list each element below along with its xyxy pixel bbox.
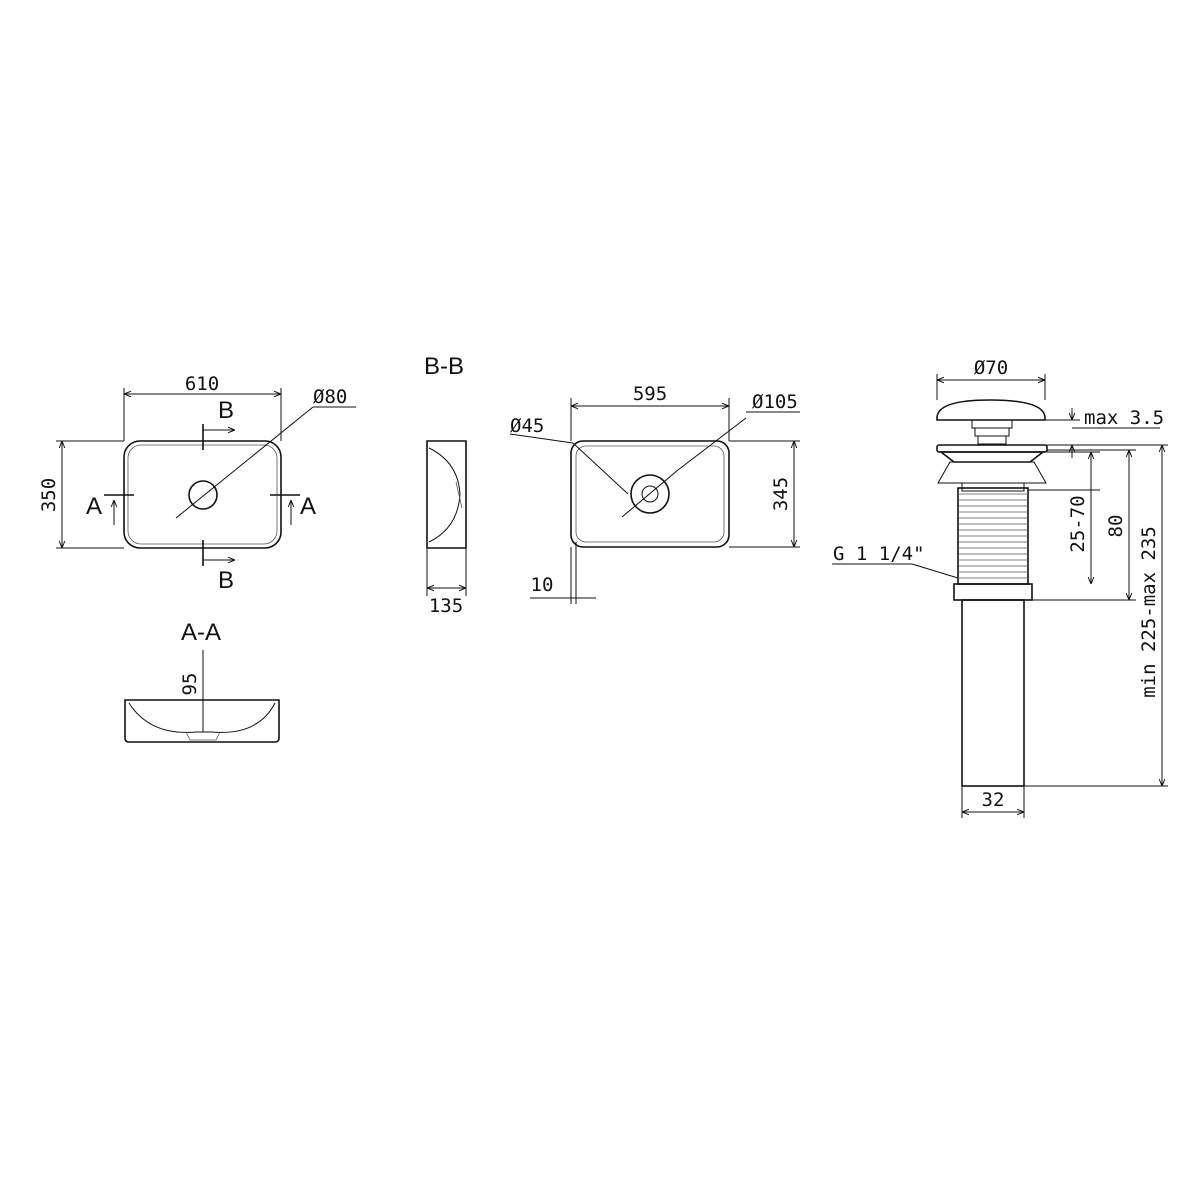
drain-leader bbox=[175, 406, 314, 519]
basin-inner-outline bbox=[127, 444, 278, 545]
section-aa-outline bbox=[124, 699, 280, 743]
section-bb: B-B 135 bbox=[424, 353, 467, 617]
dim-o105: Ø105 bbox=[752, 391, 798, 413]
section-aa: A-A 95 bbox=[124, 619, 280, 743]
outlet-inner bbox=[641, 485, 659, 503]
drain-pipe bbox=[961, 599, 1025, 787]
section-marker-b-top: B bbox=[218, 397, 234, 424]
dim-o70: Ø70 bbox=[974, 357, 1008, 379]
basin-outline bbox=[123, 440, 282, 549]
section-aa-title: A-A bbox=[181, 619, 221, 646]
dim-345: 345 bbox=[770, 477, 792, 511]
top-view: 610 350 Ø80 B B A A bbox=[38, 373, 356, 594]
dim-o45: Ø45 bbox=[510, 415, 544, 437]
dim-thread: G 1 1/4" bbox=[833, 543, 925, 565]
dim-350: 350 bbox=[38, 478, 60, 512]
dim-32: 32 bbox=[982, 789, 1005, 811]
section-bb-title: B-B bbox=[424, 353, 464, 380]
dim-o80: Ø80 bbox=[313, 386, 347, 408]
drain-flange bbox=[936, 444, 1048, 453]
outlet-outer bbox=[630, 474, 670, 514]
dim-total: min 225-max 235 bbox=[1138, 526, 1160, 698]
bowl-inner bbox=[575, 445, 725, 543]
drain-hole bbox=[188, 480, 218, 510]
dim-80: 80 bbox=[1105, 515, 1127, 538]
dim-95: 95 bbox=[179, 673, 201, 696]
drain-cap bbox=[936, 399, 1046, 421]
drain-nut bbox=[953, 583, 1033, 601]
dim-max35: max 3.5 bbox=[1084, 407, 1164, 429]
section-marker-a-right: A bbox=[300, 493, 316, 520]
dim-135: 135 bbox=[429, 595, 463, 617]
dim-610: 610 bbox=[185, 373, 219, 395]
thread-lines bbox=[958, 493, 1028, 579]
dim-10: 10 bbox=[531, 574, 554, 596]
section-marker-a-left: A bbox=[86, 493, 102, 520]
drain-assembly: Ø70 max 3.5 25-70 80 min 225-max 235 G 1… bbox=[832, 357, 1168, 818]
bowl-view: 595 345 Ø45 Ø105 10 bbox=[509, 383, 800, 604]
section-marker-b-bottom: B bbox=[218, 567, 234, 594]
dim-25-70: 25-70 bbox=[1067, 495, 1089, 552]
dim-595: 595 bbox=[633, 383, 667, 405]
bowl-outline bbox=[570, 440, 730, 548]
